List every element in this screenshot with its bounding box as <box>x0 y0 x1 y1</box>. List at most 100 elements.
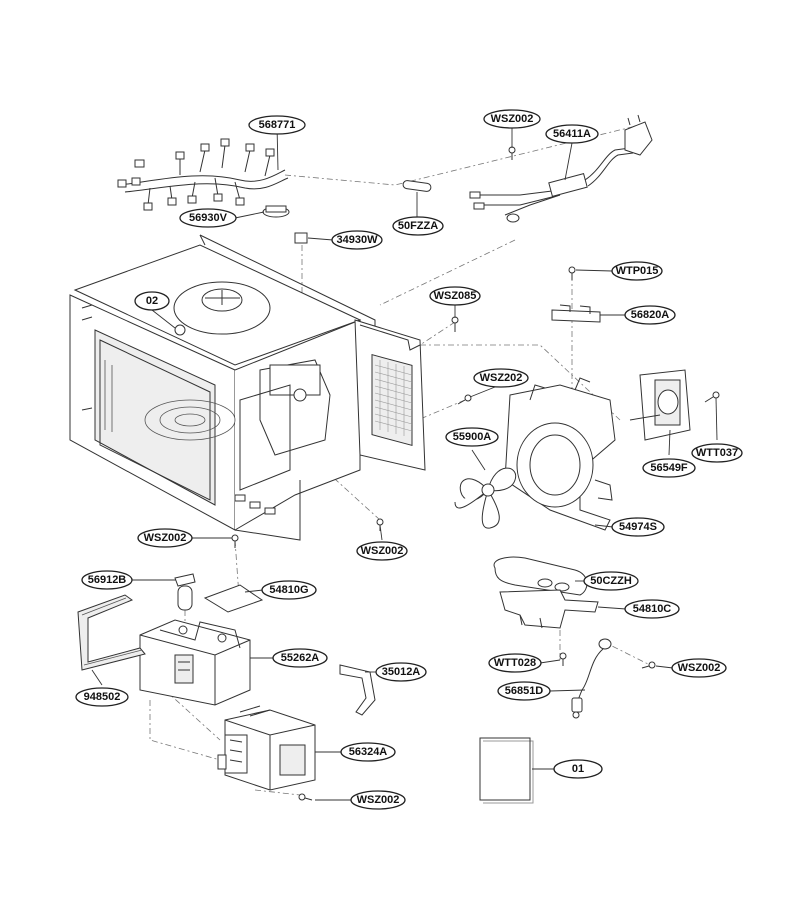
capacitor-part <box>493 556 588 596</box>
callout-part-number: 34930W <box>337 234 379 246</box>
fan-bracket-part <box>504 377 616 531</box>
callout-oval <box>356 541 408 561</box>
callout-oval <box>497 681 551 701</box>
callout-34930w: 34930W <box>331 230 383 250</box>
callout-54810c: 54810C <box>624 599 680 619</box>
callout-56912b: 56912B <box>81 570 133 590</box>
callout-part-number: 54810G <box>269 584 308 596</box>
callout-wtp015: WTP015 <box>611 261 663 281</box>
callout-part-number: 55262A <box>281 652 320 664</box>
callout-oval <box>261 580 317 600</box>
callout-55262a: 55262A <box>272 648 328 668</box>
callout-oval <box>691 443 743 463</box>
callout-part-number: WSZ002 <box>361 545 404 557</box>
capacitor-bracket-part <box>499 589 599 629</box>
callout-02: 02 <box>134 291 170 311</box>
callout-oval <box>179 208 237 228</box>
callout-oval <box>272 648 328 668</box>
fuse-part <box>402 180 432 192</box>
fuse-holder-part <box>174 573 196 611</box>
callout-56549f: 56549F <box>642 458 696 478</box>
callout-56930v: 56930V <box>179 208 237 228</box>
callout-part-number: 56324A <box>349 746 388 758</box>
callout-50fzza: 50FZZA <box>392 216 444 236</box>
callout-oval <box>611 261 663 281</box>
callout-part-number: 56820A <box>631 309 670 321</box>
callout-oval <box>340 742 396 762</box>
callout-948502: 948502 <box>75 687 129 707</box>
callout-wtt028: WTT028 <box>488 653 542 673</box>
screws <box>231 146 720 801</box>
callout-55900a: 55900A <box>445 427 499 447</box>
callout-wsz002: WSZ002 <box>350 790 406 810</box>
callout-part-number: WSZ002 <box>491 113 534 125</box>
callout-oval <box>642 458 696 478</box>
transformer-part <box>139 619 251 706</box>
callout-oval <box>81 570 133 590</box>
callout-part-number: 56411A <box>553 128 591 140</box>
callout-leaders <box>91 124 718 801</box>
callout-oval <box>445 427 499 447</box>
fan-blade-part <box>454 467 517 529</box>
cover-plate-part <box>203 584 264 613</box>
callout-part-number: 35012A <box>382 666 421 678</box>
callout-wtt037: WTT037 <box>691 443 743 463</box>
magnetron-bracket-part <box>339 664 376 716</box>
callout-54974s: 54974S <box>611 517 665 537</box>
callout-oval <box>624 599 680 619</box>
callout-wsz085: WSZ085 <box>429 286 481 306</box>
callout-oval <box>483 109 541 129</box>
callout-part-number: WSZ085 <box>434 290 477 302</box>
callout-part-number: 54974S <box>619 521 657 533</box>
callout-oval <box>473 368 529 388</box>
callout-part-number: WSZ002 <box>357 794 400 806</box>
callout-part-number: WSZ002 <box>678 662 721 674</box>
callout-part-number: 948502 <box>84 691 121 703</box>
callout-oval <box>350 790 406 810</box>
callout-35012a: 35012A <box>375 662 427 682</box>
gasket-part <box>77 594 146 671</box>
callout-wsz202: WSZ202 <box>473 368 529 388</box>
callout-part-number: 56912B <box>88 574 127 586</box>
callout-part-number: WTT028 <box>494 657 536 669</box>
callout-56324a: 56324A <box>340 742 396 762</box>
switch-bracket-part <box>551 304 601 323</box>
callout-part-number: 55900A <box>453 431 492 443</box>
callout-oval <box>488 653 542 673</box>
callout-part-number: 50FZZA <box>398 220 438 232</box>
callout-oval <box>583 571 639 591</box>
callout-oval <box>392 216 444 236</box>
callout-568771: 568771 <box>248 115 306 135</box>
power-cord-part <box>469 114 653 223</box>
thermostat-part <box>262 205 290 218</box>
callout-01: 01 <box>553 759 603 779</box>
callout-part-number: 54810C <box>633 603 672 615</box>
callout-56851d: 56851D <box>497 681 551 701</box>
callout-oval <box>331 230 383 250</box>
callout-oval <box>248 115 306 135</box>
callout-oval <box>553 759 603 779</box>
callout-part-number: 56549F <box>650 462 688 474</box>
switch-part <box>294 232 308 244</box>
callout-wsz002: WSZ002 <box>137 528 193 548</box>
callout-wsz002: WSZ002 <box>483 109 541 129</box>
callout-part-number: 01 <box>572 763 584 775</box>
callout-part-number: 50CZZH <box>590 575 632 587</box>
callout-56820a: 56820A <box>624 305 676 325</box>
callout-part-number: WTT037 <box>696 447 738 459</box>
callout-oval <box>624 305 676 325</box>
callout-oval <box>611 517 665 537</box>
callout-oval <box>545 124 599 144</box>
callout-part-number: WTP015 <box>616 265 659 277</box>
callout-part-number: 56851D <box>505 685 544 697</box>
callout-wsz002: WSZ002 <box>356 541 408 561</box>
callout-wsz002: WSZ002 <box>671 658 727 678</box>
magnetron-part <box>217 705 316 791</box>
callout-part-number: WSZ002 <box>144 532 187 544</box>
wire-harness-part <box>117 138 289 211</box>
callout-oval <box>375 662 427 682</box>
callout-54810g: 54810G <box>261 580 317 600</box>
